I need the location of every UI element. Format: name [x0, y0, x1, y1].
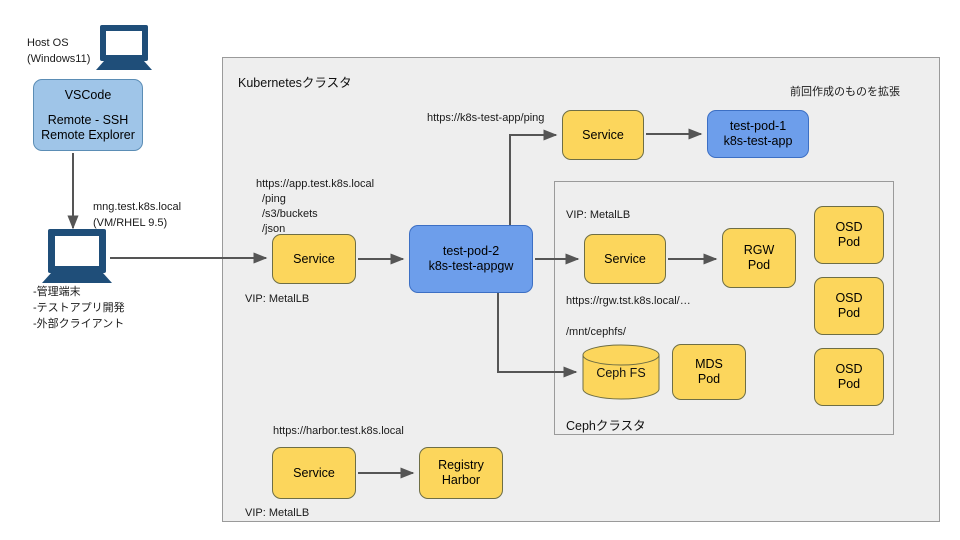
cephfs-mount-path: /mnt/cephfs/ [566, 326, 626, 338]
test-pod-1-line1: test-pod-1 [729, 119, 787, 133]
ping-service-label: Service [582, 127, 624, 142]
harbor-service-box[interactable]: Service [272, 447, 356, 499]
ping-endpoint-url: https://k8s-test-app/ping [427, 112, 545, 124]
osd-pod-box-2[interactable]: OSD Pod [814, 277, 884, 335]
registry-harbor-line2: Harbor [441, 473, 481, 487]
vscode-title: VSCode [64, 87, 112, 102]
rgw-pod-line2: Pod [747, 258, 771, 272]
app-endpoint-path-s3buckets: /s3/buckets [262, 208, 318, 220]
mng-laptop-icon [42, 229, 112, 283]
registry-harbor-box[interactable]: Registry Harbor [419, 447, 503, 499]
cephfs-cylinder[interactable]: Ceph FS [582, 344, 660, 400]
harbor-service-vip: VIP: MetalLB [245, 507, 310, 519]
registry-harbor-line1: Registry [438, 458, 484, 472]
kubernetes-cluster-title: Kubernetesクラスタ [238, 76, 352, 90]
rgw-endpoint-url: https://rgw.tst.k8s.local/… [566, 295, 691, 307]
osd-pod-3-line2: Pod [837, 377, 861, 391]
ceph-service-label: Service [604, 251, 646, 266]
osd-pod-1-line1: OSD [835, 220, 863, 234]
rgw-pod-box[interactable]: RGW Pod [722, 228, 796, 288]
mng-host-label-line1: mng.test.k8s.local [93, 201, 182, 213]
test-pod-2-box[interactable]: test-pod-2 k8s-test-appgw [409, 225, 533, 293]
osd-pod-1-line2: Pod [837, 235, 861, 249]
osd-pod-3-line1: OSD [835, 362, 863, 376]
ceph-service-box[interactable]: Service [584, 234, 666, 284]
mds-pod-line2: Pod [697, 372, 721, 386]
mds-pod-box[interactable]: MDS Pod [672, 344, 746, 400]
vscode-box[interactable]: VSCode Remote - SSH Remote Explorer [33, 79, 143, 151]
app-endpoint-path-ping: /ping [262, 193, 286, 205]
osd-pod-box-3[interactable]: OSD Pod [814, 348, 884, 406]
osd-pod-box-1[interactable]: OSD Pod [814, 206, 884, 264]
test-pod-2-line2: k8s-test-appgw [428, 259, 514, 273]
host-os-label-line1: Host OS [27, 37, 69, 49]
ceph-service-vip: VIP: MetalLB [566, 209, 631, 221]
vscode-line2: Remote Explorer [41, 127, 135, 142]
harbor-endpoint-url: https://harbor.test.k8s.local [273, 425, 404, 437]
app-endpoint-url: https://app.test.k8s.local [256, 178, 375, 190]
app-endpoint-path-json: /json [262, 223, 286, 235]
rgw-pod-line1: RGW [743, 243, 775, 257]
app-service-vip: VIP: MetalLB [245, 293, 310, 305]
ping-service-box[interactable]: Service [562, 110, 644, 160]
app-service-box[interactable]: Service [272, 234, 356, 284]
host-laptop-icon [96, 25, 152, 70]
test-pod-1-box[interactable]: test-pod-1 k8s-test-app [707, 110, 809, 158]
mng-note-line2: -テストアプリ開発 [33, 302, 125, 314]
harbor-service-label: Service [293, 465, 335, 480]
ceph-cluster-title: Cephクラスタ [566, 419, 646, 433]
osd-pod-2-line1: OSD [835, 291, 863, 305]
mng-host-label-line2: (VM/RHEL 9.5) [93, 217, 168, 229]
mng-note-line1: -管理端末 [33, 286, 81, 298]
app-service-label: Service [293, 251, 335, 266]
k8s-extension-note: 前回作成のものを拡張 [790, 86, 900, 98]
vscode-line1: Remote - SSH [47, 112, 129, 127]
test-pod-2-line1: test-pod-2 [442, 244, 500, 258]
cephfs-label: Ceph FS [596, 366, 646, 381]
osd-pod-2-line2: Pod [837, 306, 861, 320]
test-pod-1-line2: k8s-test-app [723, 134, 793, 148]
mng-note-line3: -外部クライアント [33, 318, 125, 330]
mds-pod-line1: MDS [695, 357, 723, 371]
host-os-label-line2: (Windows11) [27, 53, 91, 65]
